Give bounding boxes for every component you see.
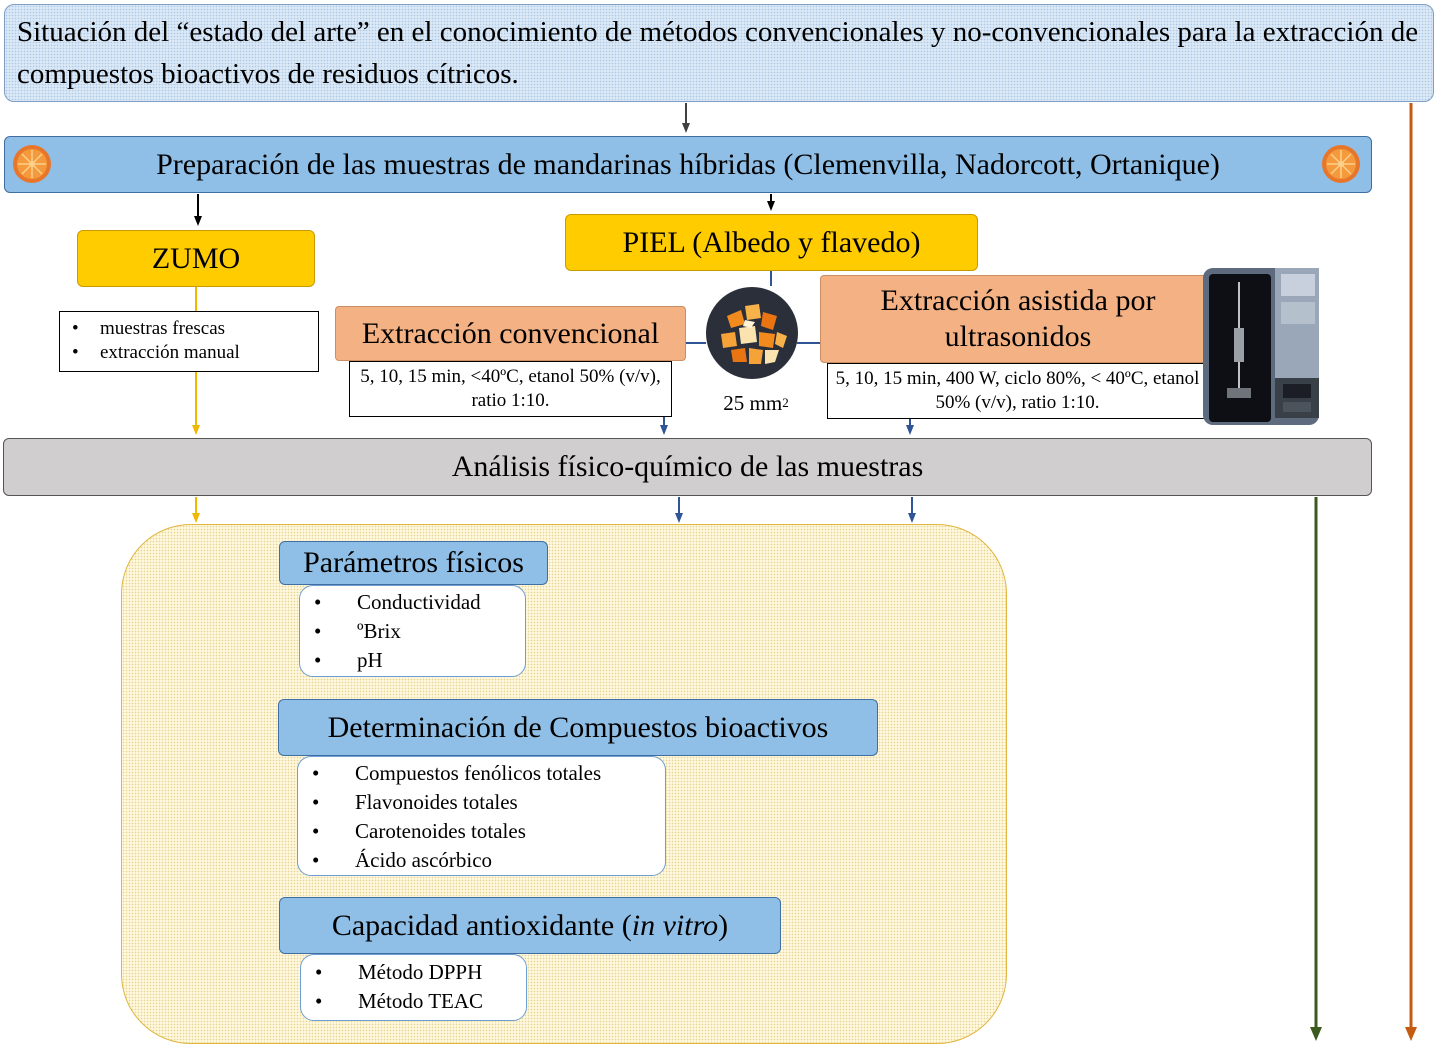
physical-params-title: Parámetros físicos	[303, 546, 524, 579]
analysis-text: Análisis físico-químico de las muestras	[451, 450, 924, 483]
conventional-extraction-box: Extracción convencional	[335, 306, 686, 361]
bioactive-title: Determinación de Compuestos bioactivos	[327, 710, 829, 744]
antioxidant-list: Método DPPH Método TEAC	[300, 954, 527, 1021]
physical-param-item: Conductividad	[300, 588, 525, 617]
antioxidant-title-end: )	[718, 908, 729, 942]
ultrasound-device-photo	[1203, 268, 1319, 425]
physical-params-header: Parámetros físicos	[279, 541, 548, 585]
ultrasound-conditions-text: 5, 10, 15 min, 400 W, ciclo 80%, < 40ºC,…	[835, 368, 1200, 413]
peel-size-value: 25 mm	[723, 390, 783, 415]
bioactive-item: Flavonoides totales	[298, 788, 665, 817]
peel-size-exponent: 2	[782, 395, 789, 410]
preparation-text: Preparación de las muestras de mandarina…	[156, 147, 1220, 181]
ultrasound-extraction-label: Extracción asistida por ultrasonidos	[880, 284, 1156, 353]
bioactive-header: Determinación de Compuestos bioactivos	[278, 699, 878, 756]
ultrasound-conditions: 5, 10, 15 min, 400 W, ciclo 80%, < 40ºC,…	[827, 363, 1208, 419]
ultrasound-extraction-box: Extracción asistida por ultrasonidos	[820, 275, 1216, 363]
zumo-label: ZUMO	[151, 241, 241, 275]
zumo-notes: muestras frescas extracción manual	[59, 311, 319, 372]
antioxidant-header: Capacidad antioxidante (in vitro)	[279, 897, 781, 954]
piel-label: PIEL (Albedo y flavedo)	[622, 225, 921, 259]
peel-photo	[706, 287, 798, 379]
bioactive-item: Ácido ascórbico	[298, 846, 665, 875]
physical-param-item: ºBrix	[300, 617, 525, 646]
title-text: Situación del “estado del arte” en el co…	[17, 16, 1419, 90]
zumo-note-item: extracción manual	[64, 341, 314, 365]
antioxidant-item: Método DPPH	[301, 958, 526, 987]
conventional-conditions: 5, 10, 15 min, <40ºC, etanol 50% (v/v), …	[349, 361, 672, 417]
orange-slice-icon-right	[1322, 145, 1360, 183]
piel-box: PIEL (Albedo y flavedo)	[565, 214, 978, 271]
bioactive-item: Compuestos fenólicos totales	[298, 759, 665, 788]
zumo-box: ZUMO	[77, 230, 315, 287]
antioxidant-title: Capacidad antioxidante (in vitro)	[332, 909, 728, 943]
conventional-conditions-text: 5, 10, 15 min, <40ºC, etanol 50% (v/v), …	[360, 366, 661, 411]
title-box: Situación del “estado del arte” en el co…	[4, 4, 1434, 102]
antioxidant-item: Método TEAC	[301, 987, 526, 1016]
antioxidant-title-main: Capacidad antioxidante (	[331, 908, 632, 942]
physical-param-item: pH	[300, 646, 525, 675]
orange-slice-icon-left	[13, 145, 51, 183]
zumo-note-item: muestras frescas	[64, 317, 314, 341]
conventional-extraction-label: Extracción convencional	[361, 316, 660, 350]
bioactive-item: Carotenoides totales	[298, 817, 665, 846]
analysis-box: Análisis físico-químico de las muestras	[3, 438, 1372, 496]
antioxidant-title-italic: in vitro	[631, 908, 719, 942]
preparation-box: Preparación de las muestras de mandarina…	[4, 136, 1372, 193]
bioactive-list: Compuestos fenólicos totales Flavonoides…	[297, 756, 666, 876]
physical-params-list: Conductividad ºBrix pH	[299, 585, 526, 677]
